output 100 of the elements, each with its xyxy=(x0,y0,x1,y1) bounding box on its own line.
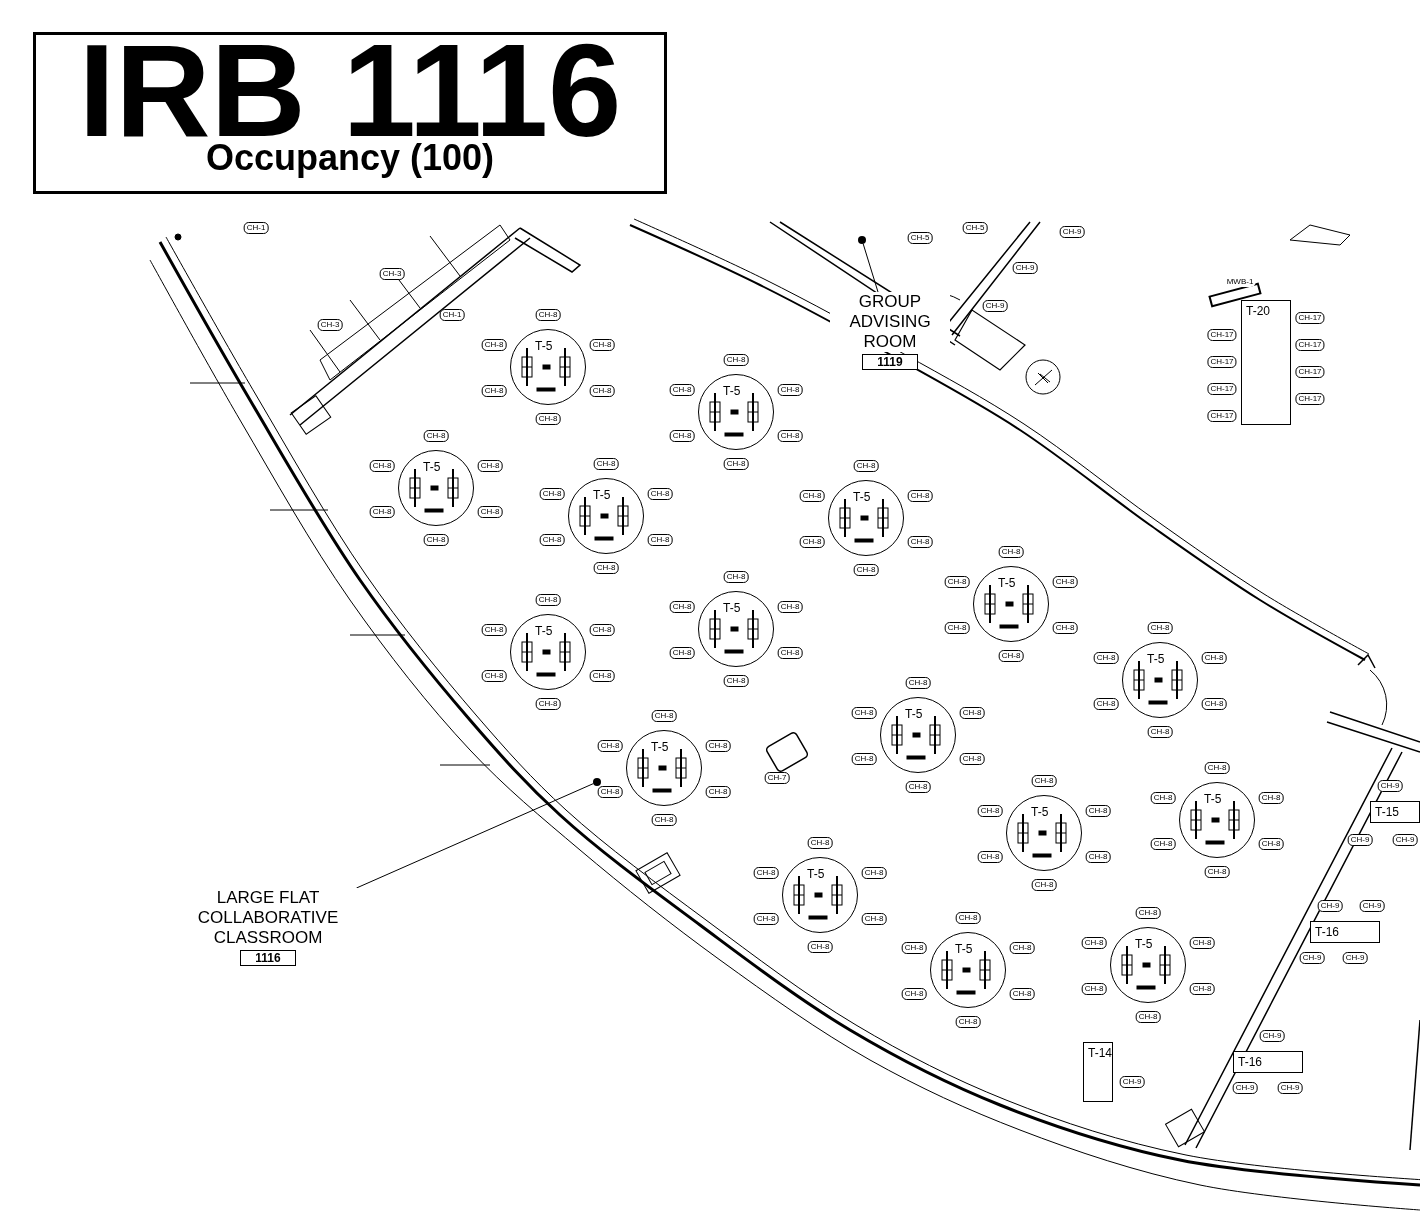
chair-symbol: CH-8 xyxy=(853,460,879,472)
chair-symbol: CH-8 xyxy=(1147,726,1173,738)
rectangular-table xyxy=(1083,1042,1113,1102)
chair-symbol: CH-17 xyxy=(1207,410,1237,422)
chair-symbol: CH-8 xyxy=(777,601,803,613)
room-number: 1119 xyxy=(862,354,918,370)
chair-symbol: CH-8 xyxy=(1093,698,1119,710)
chair-symbol: CH-8 xyxy=(589,624,615,636)
chair-symbol: CH-8 xyxy=(901,942,927,954)
chair-symbol: CH-8 xyxy=(669,384,695,396)
chair-symbol: CH-8 xyxy=(705,786,731,798)
chair-symbol: CH-1 xyxy=(243,222,269,234)
chair-symbol: CH-8 xyxy=(1189,937,1215,949)
chair-symbol: CH-8 xyxy=(753,913,779,925)
chair-symbol: CH-8 xyxy=(901,988,927,1000)
chair-symbol: CH-8 xyxy=(593,458,619,470)
chair-symbol: CH-8 xyxy=(647,534,673,546)
leader-dot xyxy=(858,236,866,244)
chair-symbol: CH-8 xyxy=(369,460,395,472)
chair-symbol: CH-9 xyxy=(1232,1082,1258,1094)
chair-symbol: CH-8 xyxy=(977,851,1003,863)
chair-symbol: CH-17 xyxy=(1295,312,1325,324)
chair-symbol: CH-8 xyxy=(535,698,561,710)
table-label: T-5 xyxy=(1135,938,1153,951)
chair-symbol: CH-8 xyxy=(597,740,623,752)
room-label: GROUP ADVISING ROOM xyxy=(830,292,950,352)
chair-symbol: CH-9 xyxy=(982,300,1008,312)
chair-symbol: CH-9 xyxy=(1342,952,1368,964)
chair-symbol: CH-3 xyxy=(317,319,343,331)
chair-symbol: CH-9 xyxy=(1012,262,1038,274)
chair-symbol: CH-8 xyxy=(1201,652,1227,664)
chair-symbol: CH-9 xyxy=(1119,1076,1145,1088)
chair-symbol: CH-8 xyxy=(669,647,695,659)
chair-symbol: CH-8 xyxy=(905,781,931,793)
chair-symbol: CH-8 xyxy=(723,354,749,366)
title-box xyxy=(33,32,667,194)
whiteboard-label: MWB-1 xyxy=(1224,277,1256,287)
chair-symbol: CH-8 xyxy=(1258,838,1284,850)
rectangular-table xyxy=(1310,921,1380,943)
chair-symbol: CH-9 xyxy=(1277,1082,1303,1094)
chair-symbol: CH-3 xyxy=(379,268,405,280)
table-label: T-5 xyxy=(1031,806,1049,819)
leader-dot xyxy=(593,778,601,786)
chair-symbol: CH-8 xyxy=(955,1016,981,1028)
room-number: 1116 xyxy=(240,950,296,966)
chair-symbol: CH-9 xyxy=(1377,780,1403,792)
rectangular-table xyxy=(1241,299,1291,425)
chair-symbol: CH-9 xyxy=(1359,900,1385,912)
table-label: T-5 xyxy=(535,625,553,638)
chair-symbol: CH-8 xyxy=(589,385,615,397)
chair-symbol: CH-8 xyxy=(907,490,933,502)
chair-symbol: CH-8 xyxy=(723,675,749,687)
chair-symbol: CH-8 xyxy=(535,413,561,425)
chair-symbol: CH-8 xyxy=(1258,792,1284,804)
chair-symbol: CH-8 xyxy=(1135,907,1161,919)
chair-symbol: CH-8 xyxy=(959,707,985,719)
chair-symbol: CH-8 xyxy=(1204,762,1230,774)
table-label: T-5 xyxy=(807,868,825,881)
chair-symbol: CH-8 xyxy=(705,740,731,752)
chair-symbol: CH-17 xyxy=(1295,366,1325,378)
chair-symbol: CH-8 xyxy=(723,571,749,583)
chair-symbol: CH-8 xyxy=(1052,622,1078,634)
chair-symbol: CH-8 xyxy=(861,913,887,925)
chair-symbol: CH-8 xyxy=(799,536,825,548)
chair-symbol: CH-8 xyxy=(539,488,565,500)
chair-symbol: CH-8 xyxy=(423,534,449,546)
chair-symbol: CH-17 xyxy=(1207,356,1237,368)
chair-symbol: CH-8 xyxy=(589,339,615,351)
chair-symbol: CH-8 xyxy=(998,650,1024,662)
chair-symbol: CH-8 xyxy=(998,546,1024,558)
chair-symbol: CH-8 xyxy=(1031,879,1057,891)
chair-symbol: CH-8 xyxy=(651,814,677,826)
table-label: T-5 xyxy=(593,489,611,502)
chair-symbol: CH-9 xyxy=(1299,952,1325,964)
chair-symbol: CH-9 xyxy=(1347,834,1373,846)
chair-symbol: CH-8 xyxy=(799,490,825,502)
table-label: T-5 xyxy=(998,577,1016,590)
chair-symbol: CH-8 xyxy=(1201,698,1227,710)
chair-symbol: CH-8 xyxy=(589,670,615,682)
chair-symbol: CH-8 xyxy=(1081,983,1107,995)
table-label: T-5 xyxy=(853,491,871,504)
chair-symbol: CH-9 xyxy=(1392,834,1418,846)
chair-symbol: CH-8 xyxy=(1085,805,1111,817)
chair-symbol: CH-8 xyxy=(723,458,749,470)
chair-symbol: CH-8 xyxy=(593,562,619,574)
chair-symbol: CH-17 xyxy=(1207,329,1237,341)
chair-symbol: CH-8 xyxy=(1081,937,1107,949)
chair-symbol: CH-8 xyxy=(907,536,933,548)
chair-symbol: CH-8 xyxy=(535,309,561,321)
chair-symbol: CH-8 xyxy=(1031,775,1057,787)
chair-symbol: CH-8 xyxy=(955,912,981,924)
rectangular-table xyxy=(1370,801,1420,823)
chair-symbol: CH-8 xyxy=(1204,866,1230,878)
chair-symbol: CH-8 xyxy=(1093,652,1119,664)
chair-symbol: CH-1 xyxy=(439,309,465,321)
leader-line xyxy=(862,243,879,293)
table-label: T-5 xyxy=(423,461,441,474)
table-label: T-15 xyxy=(1375,806,1399,819)
table-label: T-5 xyxy=(651,741,669,754)
table-label: T-14 xyxy=(1088,1047,1112,1060)
